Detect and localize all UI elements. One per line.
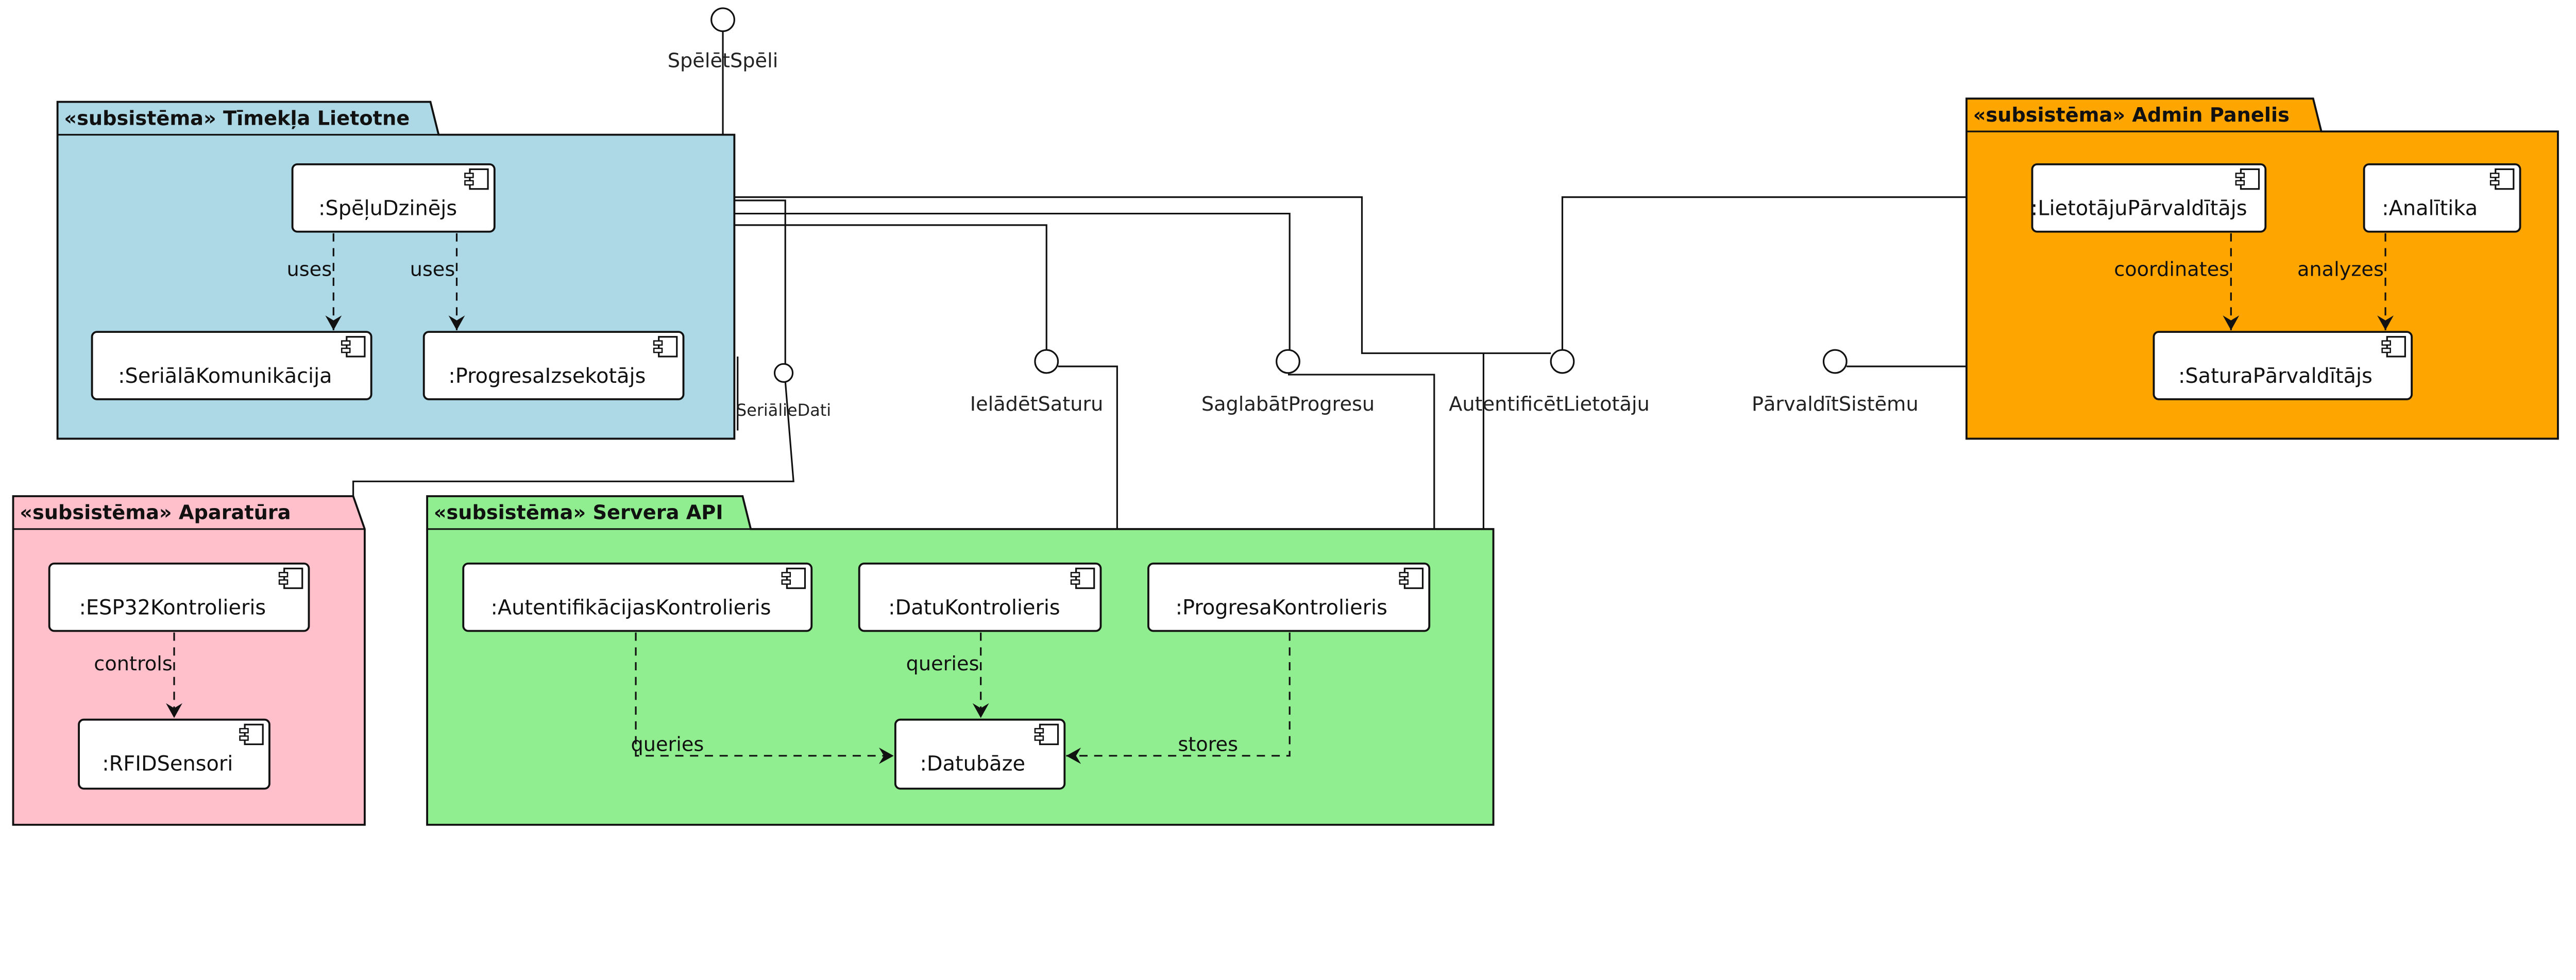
component-user-manager[interactable]: :LietotājuPārvaldītājs [2031, 163, 2267, 233]
component-label: :Analītika [2382, 197, 2478, 221]
component-label: :SpēļuDzinējs [318, 197, 457, 221]
component-content-manager[interactable]: :SaturaPārvaldītājs [2153, 331, 2413, 400]
component-diagram: «subsistēma» Tīmekļa Lietotne «subsistēm… [12, 7, 2559, 826]
package-title: «subsistēma» Aparatūra [20, 501, 291, 525]
component-label: :ProgresaKontrolieris [1176, 596, 1387, 620]
connectors [352, 31, 1967, 529]
interface-lollipop-icon [1034, 349, 1059, 374]
interface-label: SpēlētSpēli [668, 49, 778, 73]
component-rfid-sensors[interactable]: :RFIDSensori [78, 718, 270, 790]
interface-load-content: IelādētSaturu [970, 349, 1104, 416]
component-data-controller[interactable]: :DatuKontrolieris [858, 562, 1102, 632]
dependency-label: controls [94, 652, 173, 675]
component-label: :DatuKontrolieris [888, 596, 1060, 620]
dependency-label: analyzes [2297, 258, 2384, 281]
component-analytics[interactable]: :Analītika [2363, 163, 2521, 233]
component-progress-controller[interactable]: :ProgresaKontrolieris [1147, 562, 1431, 632]
component-esp32-controller[interactable]: :ESP32Kontrolieris [48, 562, 310, 632]
component-label: :Datubāze [920, 752, 1025, 776]
dependency-arrow [635, 632, 894, 764]
interface-lollipop-icon [710, 7, 735, 32]
interface-lollipop-icon [1550, 349, 1575, 374]
interface-save-progress: SaglabātProgresu [1201, 349, 1375, 416]
interface-lollipop-icon [1276, 349, 1300, 374]
interface-play-game: SpēlētSpēli [668, 7, 778, 73]
dependency-label: coordinates [2114, 258, 2229, 281]
component-auth-controller[interactable]: :AutentifikācijasKontrolieris [462, 562, 813, 632]
dependency-label: queries [906, 652, 979, 675]
interface-manage-system: PārvaldītSistēmu [1752, 349, 1919, 416]
dependency-arrow [1066, 632, 1291, 764]
component-label: :LietotājuPārvaldītājs [2031, 197, 2247, 221]
interface-label: AutentificētLietotāju [1449, 393, 1650, 416]
interface-lollipop-icon [773, 363, 794, 383]
interface-label: IelādētSaturu [970, 393, 1104, 416]
dependency-label: queries [631, 733, 704, 756]
package-title: «subsistēma» Tīmekļa Lietotne [64, 107, 410, 130]
component-label: :ProgresaIzsekotājs [448, 364, 646, 388]
dependency-label: stores [1178, 733, 1238, 756]
dependency-label: uses [286, 258, 332, 281]
dependency-label: uses [410, 258, 455, 281]
component-game-engine[interactable]: :SpēļuDzinējs [291, 163, 496, 233]
interface-authenticate-user: AutentificētLietotāju [1449, 349, 1650, 416]
interface-label: SaglabātProgresu [1201, 393, 1375, 416]
component-label: :AutentifikācijasKontrolieris [491, 596, 771, 620]
component-label: :RFIDSensori [102, 752, 233, 776]
package-title: «subsistēma» Servera API [434, 501, 723, 525]
component-database[interactable]: :Datubāze [894, 718, 1066, 790]
component-label: :SeriālāKomunikācija [118, 364, 332, 388]
interface-label: PārvaldītSistēmu [1752, 393, 1919, 416]
interface-lollipop-icon [1822, 349, 1848, 374]
package-title: «subsistēma» Admin Panelis [1973, 104, 2290, 127]
component-label: :SaturaPārvaldītājs [2178, 364, 2372, 388]
component-label: :ESP32Kontrolieris [79, 596, 266, 620]
component-progress-tracker[interactable]: :ProgresaIzsekotājs [422, 331, 685, 400]
component-serial-communication[interactable]: :SeriālāKomunikācija [91, 331, 372, 400]
interface-label: SeriālieDati [736, 400, 831, 420]
interface-serial-data: SeriālieDati [736, 363, 831, 420]
